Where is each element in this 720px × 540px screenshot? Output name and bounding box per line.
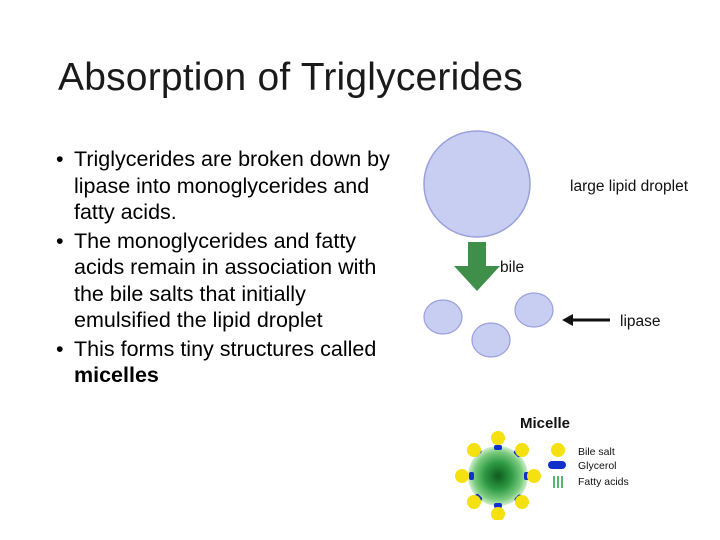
small-lipid-droplet <box>423 299 463 335</box>
bile-label: bile <box>500 259 524 276</box>
slide-title: Absorption of Triglycerides <box>58 56 523 99</box>
lipid-digestion-diagram: large lipid droplet bile lipase Micelle <box>423 130 689 520</box>
micelle-title: Micelle <box>520 415 570 432</box>
bullet-text: The monoglycerides and fatty acids remai… <box>74 228 377 333</box>
micelle-icon <box>455 431 541 520</box>
bullet-text: This forms tiny structures called <box>74 336 377 361</box>
bullet-dot-icon: • <box>56 336 64 361</box>
legend-glycerol: Glycerol <box>578 460 617 472</box>
bullet-item: • This forms tiny structures called mice… <box>56 336 401 389</box>
legend-bile-salt: Bile salt <box>578 446 615 458</box>
small-lipid-droplet <box>514 292 554 328</box>
bullet-item: • The monoglycerides and fatty acids rem… <box>56 228 401 334</box>
lipase-arrow-icon <box>562 314 610 326</box>
bullet-text: Triglycerides are broken down by lipase … <box>74 147 390 224</box>
bile-arrow-icon <box>454 242 500 291</box>
legend-fatty-acids: Fatty acids <box>578 476 629 488</box>
large-lipid-droplet <box>423 130 531 238</box>
fatty-acids-swatch-icon <box>553 476 563 488</box>
lipase-label: lipase <box>620 313 661 330</box>
bullet-bold-term: micelles <box>74 363 159 387</box>
micelle-bile-salts <box>455 431 541 520</box>
bile-salt-swatch-icon <box>551 443 565 457</box>
bullet-list: • Triglycerides are broken down by lipas… <box>56 146 401 391</box>
bullet-dot-icon: • <box>56 228 64 253</box>
large-droplet-label: large lipid droplet <box>570 178 689 195</box>
bullet-item: • Triglycerides are broken down by lipas… <box>56 146 401 226</box>
micelle-legend: Bile salt Glycerol Fatty acids <box>548 443 629 488</box>
glycerol-swatch-icon <box>548 461 566 469</box>
bullet-dot-icon: • <box>56 147 64 171</box>
small-lipid-droplet <box>471 322 511 358</box>
